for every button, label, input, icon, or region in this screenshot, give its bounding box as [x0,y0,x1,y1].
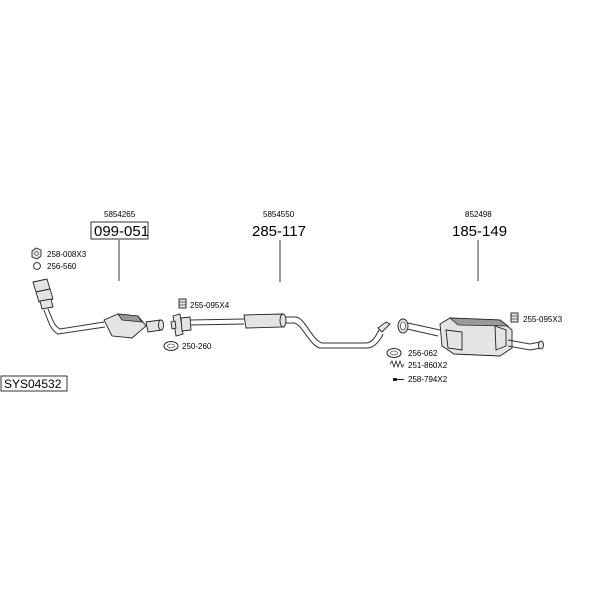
ring-icon [33,262,41,270]
accessory-label-256-062[interactable]: 256-062 [408,349,438,358]
rear-inlet-flange[interactable] [397,318,441,337]
accessory-label-258-794x2[interactable]: 258-794X2 [408,375,448,384]
accessory-label-255-095x3[interactable]: 255-095X3 [523,315,563,324]
accessory-label-258-008x3[interactable]: 258-008X3 [47,250,87,259]
accessory-label-256-560[interactable]: 256-560 [47,262,77,271]
group-catalytic-converter: 5854265 099-051 258-008X3 256-560 [31,210,164,339]
system-code: SYS04532 [4,377,62,391]
oe-number-3: 852498 [465,210,492,219]
accessory-label-251-860x2[interactable]: 251-860X2 [408,361,448,370]
front-pipe[interactable] [32,278,106,335]
group-middle-pipe: 5854550 285-117 255-095X4 250-260 [163,210,391,351]
accessory-label-255-095x4[interactable]: 255-095X4 [190,301,230,310]
spring-icon [389,359,405,369]
bolt-icon [393,378,404,381]
part-number-1[interactable]: 099-051 [94,223,149,240]
system-code-box [0,375,68,392]
accessory-label-250-260[interactable]: 250-260 [182,342,212,351]
oe-number-2: 5854550 [263,210,295,219]
rear-silencer[interactable] [439,317,544,357]
nut-icon [31,247,42,260]
oe-number-1: 5854265 [104,210,136,219]
group-rear-silencer: 852498 185-149 255-095X3 [386,210,563,384]
clamp-icon [178,298,187,309]
clamp-icon [510,312,519,323]
part-number-3[interactable]: 185-149 [452,223,507,240]
part-number-2[interactable]: 285-117 [252,223,306,240]
part-number-box-1 [90,221,149,240]
catalytic-converter[interactable] [103,313,164,339]
center-silencer[interactable] [189,313,391,349]
flange-connector[interactable] [170,313,192,337]
